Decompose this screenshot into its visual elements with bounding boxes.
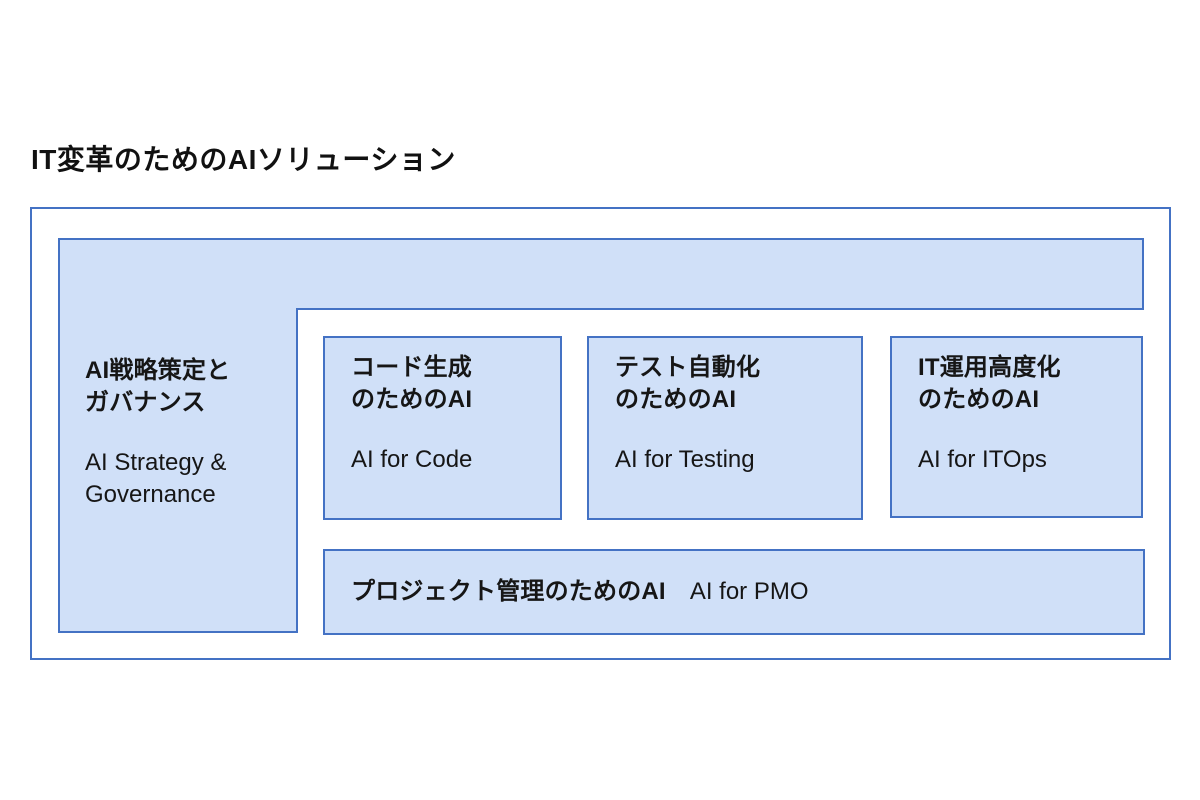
strategy-governance-shape: [58, 238, 1144, 633]
solution-map-container: AI戦略策定と ガバナンス AI Strategy & Governance コ…: [30, 207, 1171, 660]
page-title: IT変革のためのAIソリューション: [31, 144, 456, 175]
card-heading: コード生成 のためのAI: [351, 354, 473, 413]
card-heading: プロジェクト管理のためのAI: [351, 578, 666, 605]
card-ai-for-itops: IT運用高度化 のためのAI AI for ITOps: [890, 336, 1143, 518]
card-subtitle: AI for Code: [351, 446, 473, 473]
strategy-governance-label: AI戦略策定と ガバナンス AI Strategy & Governance: [85, 355, 285, 511]
card-subtitle: AI for PMO: [689, 578, 809, 605]
card-ai-for-testing: テスト自動化 のためのAI AI for Testing: [587, 336, 863, 520]
strategy-governance-subtitle: AI Strategy & Governance: [85, 449, 227, 508]
card-heading: テスト自動化 のためのAI: [615, 354, 761, 413]
card-ai-for-pmo: プロジェクト管理のためのAI AI for PMO: [323, 549, 1145, 635]
card-subtitle: AI for Testing: [615, 446, 755, 473]
strategy-governance-heading: AI戦略策定と ガバナンス: [85, 357, 231, 416]
card-heading: IT運用高度化 のためのAI: [918, 354, 1061, 413]
card-subtitle: AI for ITOps: [918, 446, 1047, 473]
card-ai-for-code: コード生成 のためのAI AI for Code: [323, 336, 562, 520]
